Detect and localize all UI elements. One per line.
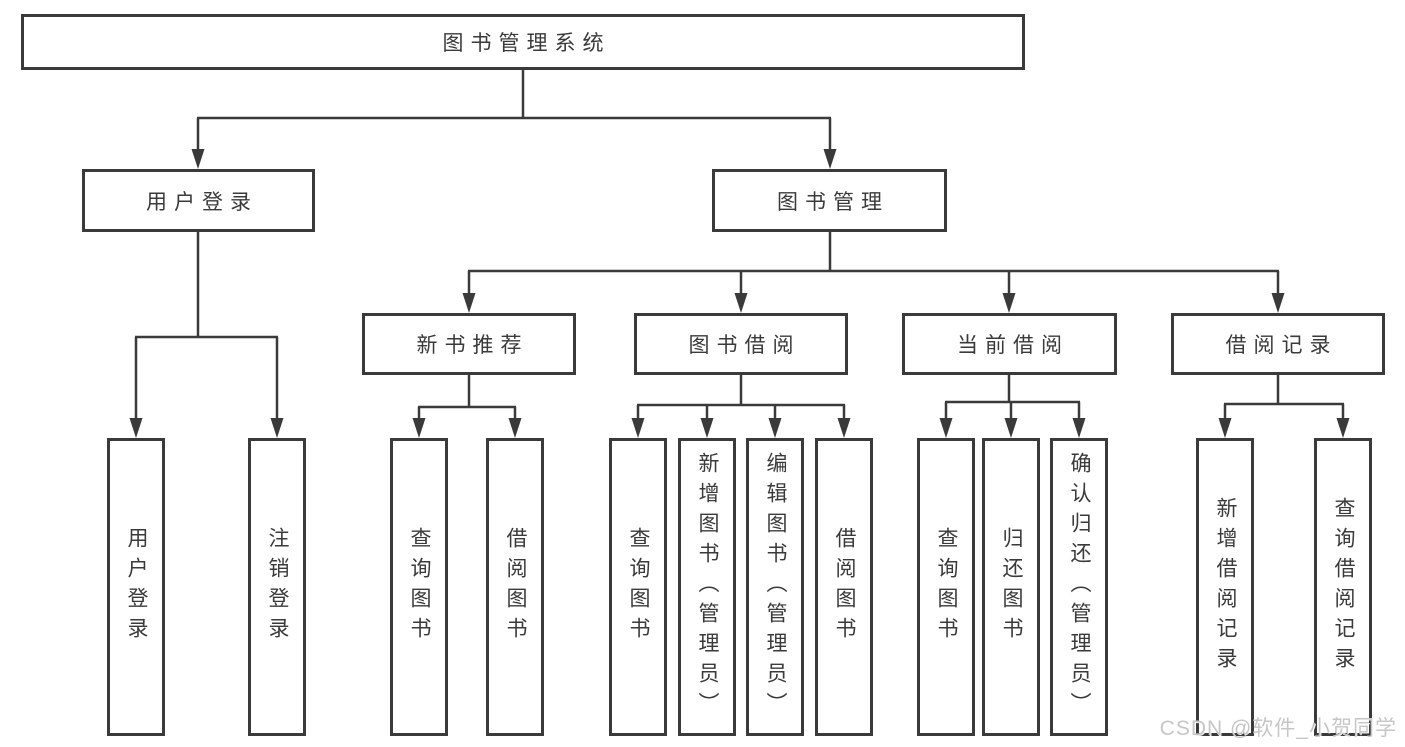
leaf-current-query-books-label: 查询图书 [935, 527, 958, 647]
leaf-borrow-query-books: 查询图书 [609, 438, 667, 736]
node-current-borrow: 当前借阅 [902, 313, 1117, 375]
edges-borrow-records-branch [1218, 375, 1350, 438]
leaf-add-borrow-record-label: 新增借阅记录 [1214, 497, 1237, 677]
leaf-borrow-books-label: 借阅图书 [833, 527, 856, 647]
edges-user-login-branch [129, 232, 284, 438]
leaf-logout: 注销登录 [248, 438, 306, 736]
node-root-label: 图书管理系统 [442, 32, 611, 55]
leaf-edit-books-admin: 编辑图书（管理员） [746, 438, 804, 736]
leaf-borrow-query-books-label: 查询图书 [627, 527, 650, 647]
edges-book-mgmt-to-level3 [462, 232, 1285, 313]
leaf-edit-books-admin-label: 编辑图书（管理员） [764, 452, 787, 722]
node-new-book-rec: 新书推荐 [362, 313, 576, 375]
node-current-borrow-label: 当前借阅 [957, 334, 1069, 357]
leaf-current-query-books: 查询图书 [917, 438, 975, 736]
leaf-return-books-label: 归还图书 [1000, 527, 1023, 647]
csdn-watermark: CSDN @软件_小贺同学 [1159, 717, 1397, 740]
leaf-confirm-return-admin-label: 确认归还（管理员） [1068, 452, 1091, 722]
node-book-mgmt-label: 图书管理 [777, 190, 889, 214]
leaf-logout-label: 注销登录 [266, 527, 289, 647]
leaf-rec-query-books-label: 查询图书 [408, 527, 431, 647]
leaf-user-login: 用户登录 [107, 438, 165, 736]
leaf-user-login-label: 用户登录 [125, 527, 148, 647]
leaf-query-borrow-record-label: 查询借阅记录 [1332, 497, 1355, 677]
node-root: 图书管理系统 [21, 14, 1025, 70]
node-book-borrow: 图书借阅 [634, 313, 848, 375]
node-user-login: 用户登录 [82, 169, 315, 232]
leaf-return-books: 归还图书 [982, 438, 1040, 736]
node-book-mgmt: 图书管理 [712, 169, 947, 232]
node-borrow-records: 借阅记录 [1171, 313, 1385, 375]
leaf-confirm-return-admin: 确认归还（管理员） [1050, 438, 1108, 736]
node-new-book-rec-label: 新书推荐 [416, 334, 529, 357]
leaf-query-borrow-record: 查询借阅记录 [1314, 438, 1372, 736]
node-user-login-label: 用户登录 [146, 190, 258, 214]
leaf-add-books-admin: 新增图书（管理员） [678, 438, 736, 736]
leaf-rec-borrow-books: 借阅图书 [486, 438, 544, 736]
node-book-borrow-label: 图书借阅 [688, 334, 801, 357]
edges-current-borrow-branch [939, 375, 1086, 438]
leaf-rec-borrow-books-label: 借阅图书 [504, 527, 527, 647]
edges-new-book-rec-branch [412, 375, 522, 438]
leaf-rec-query-books: 查询图书 [390, 438, 448, 736]
edges-book-borrow-branch [631, 375, 851, 438]
leaf-add-borrow-record: 新增借阅记录 [1196, 438, 1254, 736]
edges-root-to-level2 [191, 70, 837, 169]
node-borrow-records-label: 借阅记录 [1225, 334, 1338, 357]
leaf-add-books-admin-label: 新增图书（管理员） [696, 452, 719, 722]
leaf-borrow-books: 借阅图书 [815, 438, 873, 736]
